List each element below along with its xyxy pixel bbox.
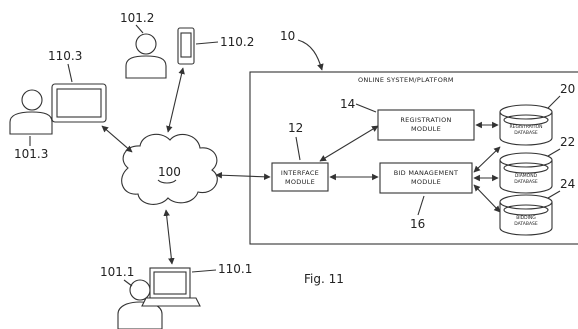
user-101-1-leader <box>123 279 133 287</box>
phone-cloud-connector <box>166 67 185 133</box>
laptop-screen <box>153 271 187 295</box>
registration-database: REGISTRATION DATABASE 20 <box>499 82 575 146</box>
registration-db-ring <box>503 114 549 126</box>
registration-db-ref-leader <box>547 95 561 109</box>
bidding-db-label-1: BIDDING <box>516 215 536 221</box>
figure-caption: Fig. 11 <box>304 272 344 286</box>
online-platform: ONLINE SYSTEM/PLATFORM 10 <box>249 29 578 245</box>
device-110-3-leader <box>67 63 73 83</box>
interface-module-label-1: INTERFACE <box>281 169 319 177</box>
diamond-db-label-2: DATABASE <box>514 179 538 185</box>
registration-db-ref: 20 <box>560 82 575 96</box>
user-101-3: 101.3 110.3 <box>9 49 107 161</box>
bidding-db-ref: 24 <box>560 177 575 191</box>
interface-module: INTERFACE MODULE 12 <box>271 121 329 192</box>
user-101-2-body <box>125 55 167 79</box>
user-101-2-head <box>135 33 157 55</box>
bid-diamond-db-connector <box>473 146 501 173</box>
user-101-3-ref: 101.3 <box>14 147 48 161</box>
bidding-db-label-2: DATABASE <box>514 221 538 227</box>
platform-ref-number: 10 <box>280 29 295 43</box>
diamond-db-ref-leader <box>547 148 561 157</box>
bid-module-ref: 16 <box>410 217 425 231</box>
registration-ref-leader <box>355 103 377 113</box>
bidding-db-ref-leader <box>547 190 561 199</box>
bidding-db-body <box>499 202 553 236</box>
cloud-shape <box>121 133 218 205</box>
bid-module-box <box>379 162 473 194</box>
laptop-cloud-connector <box>163 209 175 265</box>
bidding-db-ring <box>503 204 549 216</box>
platform-frame <box>249 71 578 245</box>
registration-module-box <box>377 109 475 141</box>
device-110-1-leader <box>191 269 217 273</box>
user-101-1-ref: 101.1 <box>100 265 134 279</box>
interface-module-label-2: MODULE <box>285 178 315 186</box>
diamond-db-label-1: DIAMOND <box>515 173 538 179</box>
tablet-cloud-connector <box>101 125 133 153</box>
registration-db-label-1: REGISTRATION <box>509 124 542 130</box>
registration-db-body <box>499 112 553 146</box>
platform-connections <box>319 121 501 213</box>
registration-module-ref: 14 <box>340 97 355 111</box>
network-cloud: 100 <box>121 133 218 205</box>
registration-module: REGISTRATION MODULE 14 <box>340 97 475 141</box>
interface-ref-leader <box>295 136 301 161</box>
user-101-2-ref: 101.2 <box>120 11 154 25</box>
device-110-1-ref: 110.1 <box>218 262 252 276</box>
bid-ref-leader <box>417 195 425 216</box>
diamond-db-ring <box>503 162 549 174</box>
registration-module-label-1: REGISTRATION <box>400 116 451 124</box>
laptop-keyboard <box>141 297 201 307</box>
user-101-3-head <box>21 89 43 111</box>
bid-module-label-1: BID MANAGEMENT <box>394 169 459 177</box>
user-101-1: 101.1 110.1 <box>100 262 252 329</box>
registration-db-label-2: DATABASE <box>514 130 538 136</box>
diamond-database: DIAMOND DATABASE 22 <box>499 135 575 194</box>
platform-title: ONLINE SYSTEM/PLATFORM <box>358 76 454 84</box>
user-101-2: 101.2 110.2 <box>120 11 254 79</box>
device-110-2-ref: 110.2 <box>220 35 254 49</box>
bid-bidding-db-connector <box>473 184 501 213</box>
interface-module-ref: 12 <box>288 121 303 135</box>
registration-module-label-2: MODULE <box>411 125 441 133</box>
tablet-icon <box>51 83 107 123</box>
mobile-phone-screen <box>180 32 192 58</box>
platform-ref-leader <box>297 39 324 71</box>
interface-module-box <box>271 162 329 192</box>
cloud-interface-connector <box>215 171 271 181</box>
device-110-2-leader <box>195 41 219 45</box>
user-101-1-body <box>117 301 163 329</box>
laptop-icon <box>149 267 191 299</box>
tablet-screen <box>56 88 102 118</box>
network-ref-underline <box>157 179 177 184</box>
diamond-db-ref: 22 <box>560 135 575 149</box>
user-101-2-leader <box>135 24 144 34</box>
interface-registration-connector <box>319 125 379 162</box>
mobile-phone-icon <box>177 27 195 65</box>
bid-module-label-2: MODULE <box>411 178 441 186</box>
bid-management-module: BID MANAGEMENT MODULE 16 <box>379 162 473 231</box>
user-101-1-head <box>129 279 151 301</box>
network-ref: 100 <box>158 165 181 179</box>
diamond-db-body <box>499 160 553 194</box>
device-110-3-ref: 110.3 <box>48 49 82 63</box>
user-101-3-body <box>9 111 53 135</box>
